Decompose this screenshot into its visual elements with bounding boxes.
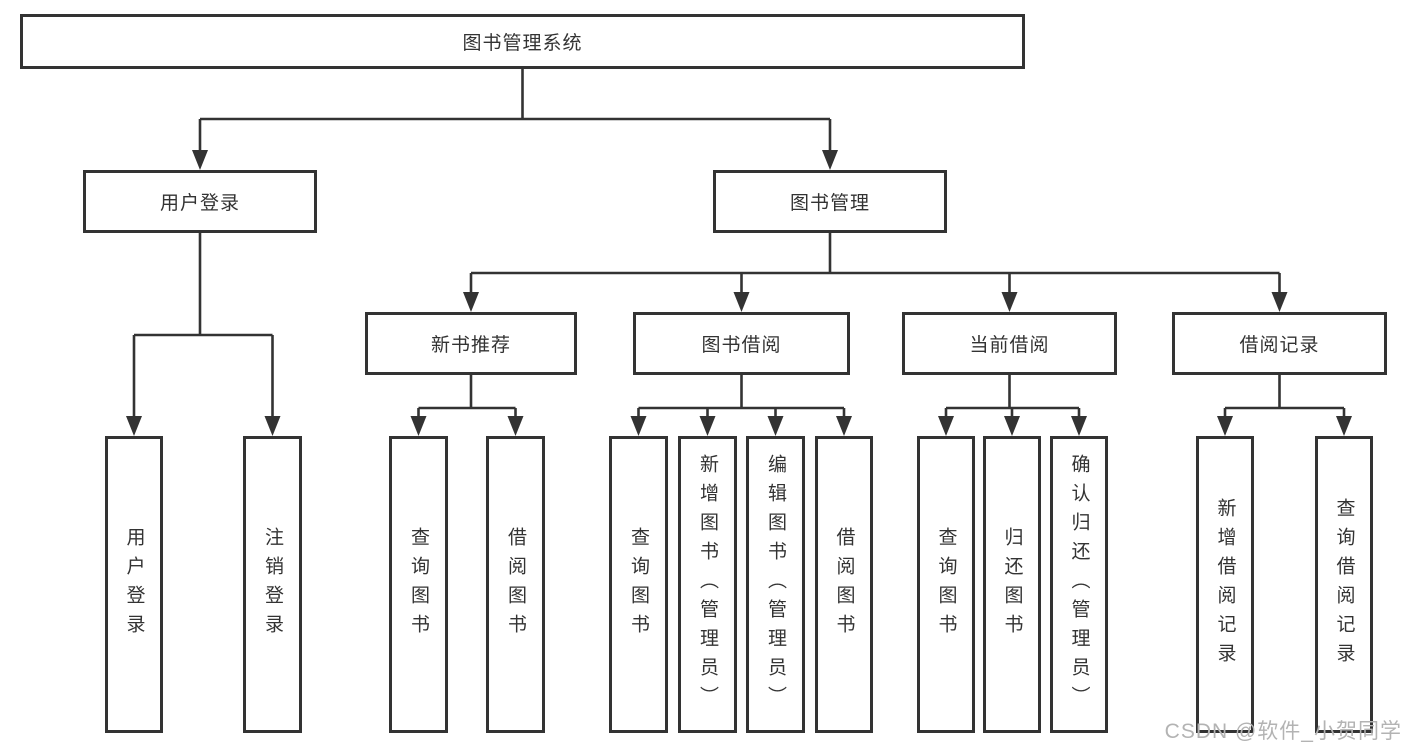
node-label-leaf-confirm-return: 确认归还（管理员） bbox=[1068, 454, 1090, 715]
arrowhead-icon bbox=[1071, 416, 1087, 436]
node-book-mgmt: 图书管理 bbox=[713, 170, 947, 233]
node-label-leaf-add-record: 新增借阅记录 bbox=[1214, 497, 1236, 672]
node-label-book-borrow: 图书借阅 bbox=[701, 335, 782, 356]
node-label-current-borrow: 当前借阅 bbox=[969, 335, 1050, 356]
node-leaf-query-books-2: 查询图书 bbox=[609, 436, 668, 733]
arrowhead-icon bbox=[630, 416, 647, 436]
node-leaf-return-books: 归还图书 bbox=[983, 436, 1041, 733]
arrowhead-icon bbox=[507, 416, 524, 436]
arrowhead-icon bbox=[1004, 416, 1020, 436]
node-label-borrow-records: 借阅记录 bbox=[1239, 335, 1320, 356]
arrowhead-icon bbox=[938, 416, 954, 436]
node-label-new-book-rec: 新书推荐 bbox=[430, 335, 511, 356]
node-leaf-add-books: 新增图书（管理员） bbox=[678, 436, 737, 733]
node-root: 图书管理系统 bbox=[20, 14, 1025, 69]
node-label-root: 图书管理系统 bbox=[462, 33, 583, 54]
node-label-leaf-return-books: 归还图书 bbox=[1001, 526, 1023, 643]
arrowhead-icon bbox=[699, 416, 716, 436]
node-leaf-query-record: 查询借阅记录 bbox=[1315, 436, 1373, 733]
node-leaf-user-login: 用户登录 bbox=[105, 436, 163, 733]
node-new-book-rec: 新书推荐 bbox=[365, 312, 577, 375]
arrowhead-icon bbox=[733, 292, 750, 312]
node-leaf-add-record: 新增借阅记录 bbox=[1196, 436, 1254, 733]
node-label-user-login: 用户登录 bbox=[159, 193, 240, 214]
node-label-leaf-add-books: 新增图书（管理员） bbox=[697, 454, 718, 715]
arrowhead-icon bbox=[410, 416, 427, 436]
arrowhead-icon bbox=[1001, 292, 1018, 312]
arrowhead-icon bbox=[264, 416, 281, 436]
node-current-borrow: 当前借阅 bbox=[902, 312, 1117, 375]
node-leaf-query-books-1: 查询图书 bbox=[389, 436, 448, 733]
node-user-login: 用户登录 bbox=[83, 170, 317, 233]
arrowhead-icon bbox=[1217, 416, 1233, 436]
node-book-borrow: 图书借阅 bbox=[633, 312, 850, 375]
arrowhead-icon bbox=[463, 292, 479, 312]
node-leaf-borrow-books-1: 借阅图书 bbox=[486, 436, 545, 733]
node-leaf-edit-books: 编辑图书（管理员） bbox=[746, 436, 805, 733]
node-label-leaf-borrow-books-1: 借阅图书 bbox=[505, 526, 526, 643]
arrowhead-icon bbox=[822, 150, 838, 170]
node-label-leaf-logout: 注销登录 bbox=[262, 526, 283, 643]
arrowhead-icon bbox=[192, 150, 208, 170]
node-label-leaf-borrow-books-2: 借阅图书 bbox=[833, 526, 855, 643]
node-label-leaf-query-books-3: 查询图书 bbox=[935, 526, 957, 643]
arrowhead-icon bbox=[836, 416, 852, 436]
node-leaf-confirm-return: 确认归还（管理员） bbox=[1050, 436, 1108, 733]
arrowhead-icon bbox=[1271, 292, 1288, 312]
node-label-leaf-query-record: 查询借阅记录 bbox=[1333, 497, 1355, 672]
node-label-leaf-query-books-2: 查询图书 bbox=[628, 526, 649, 643]
node-label-book-mgmt: 图书管理 bbox=[789, 193, 870, 214]
node-leaf-logout: 注销登录 bbox=[243, 436, 302, 733]
node-label-leaf-edit-books: 编辑图书（管理员） bbox=[765, 454, 786, 715]
node-label-leaf-query-books-1: 查询图书 bbox=[408, 526, 429, 643]
arrowhead-icon bbox=[767, 416, 784, 436]
arrowhead-icon bbox=[1336, 416, 1352, 436]
node-label-leaf-user-login: 用户登录 bbox=[123, 526, 145, 643]
node-borrow-records: 借阅记录 bbox=[1172, 312, 1387, 375]
node-leaf-query-books-3: 查询图书 bbox=[917, 436, 975, 733]
node-leaf-borrow-books-2: 借阅图书 bbox=[815, 436, 873, 733]
arrowhead-icon bbox=[126, 416, 142, 436]
